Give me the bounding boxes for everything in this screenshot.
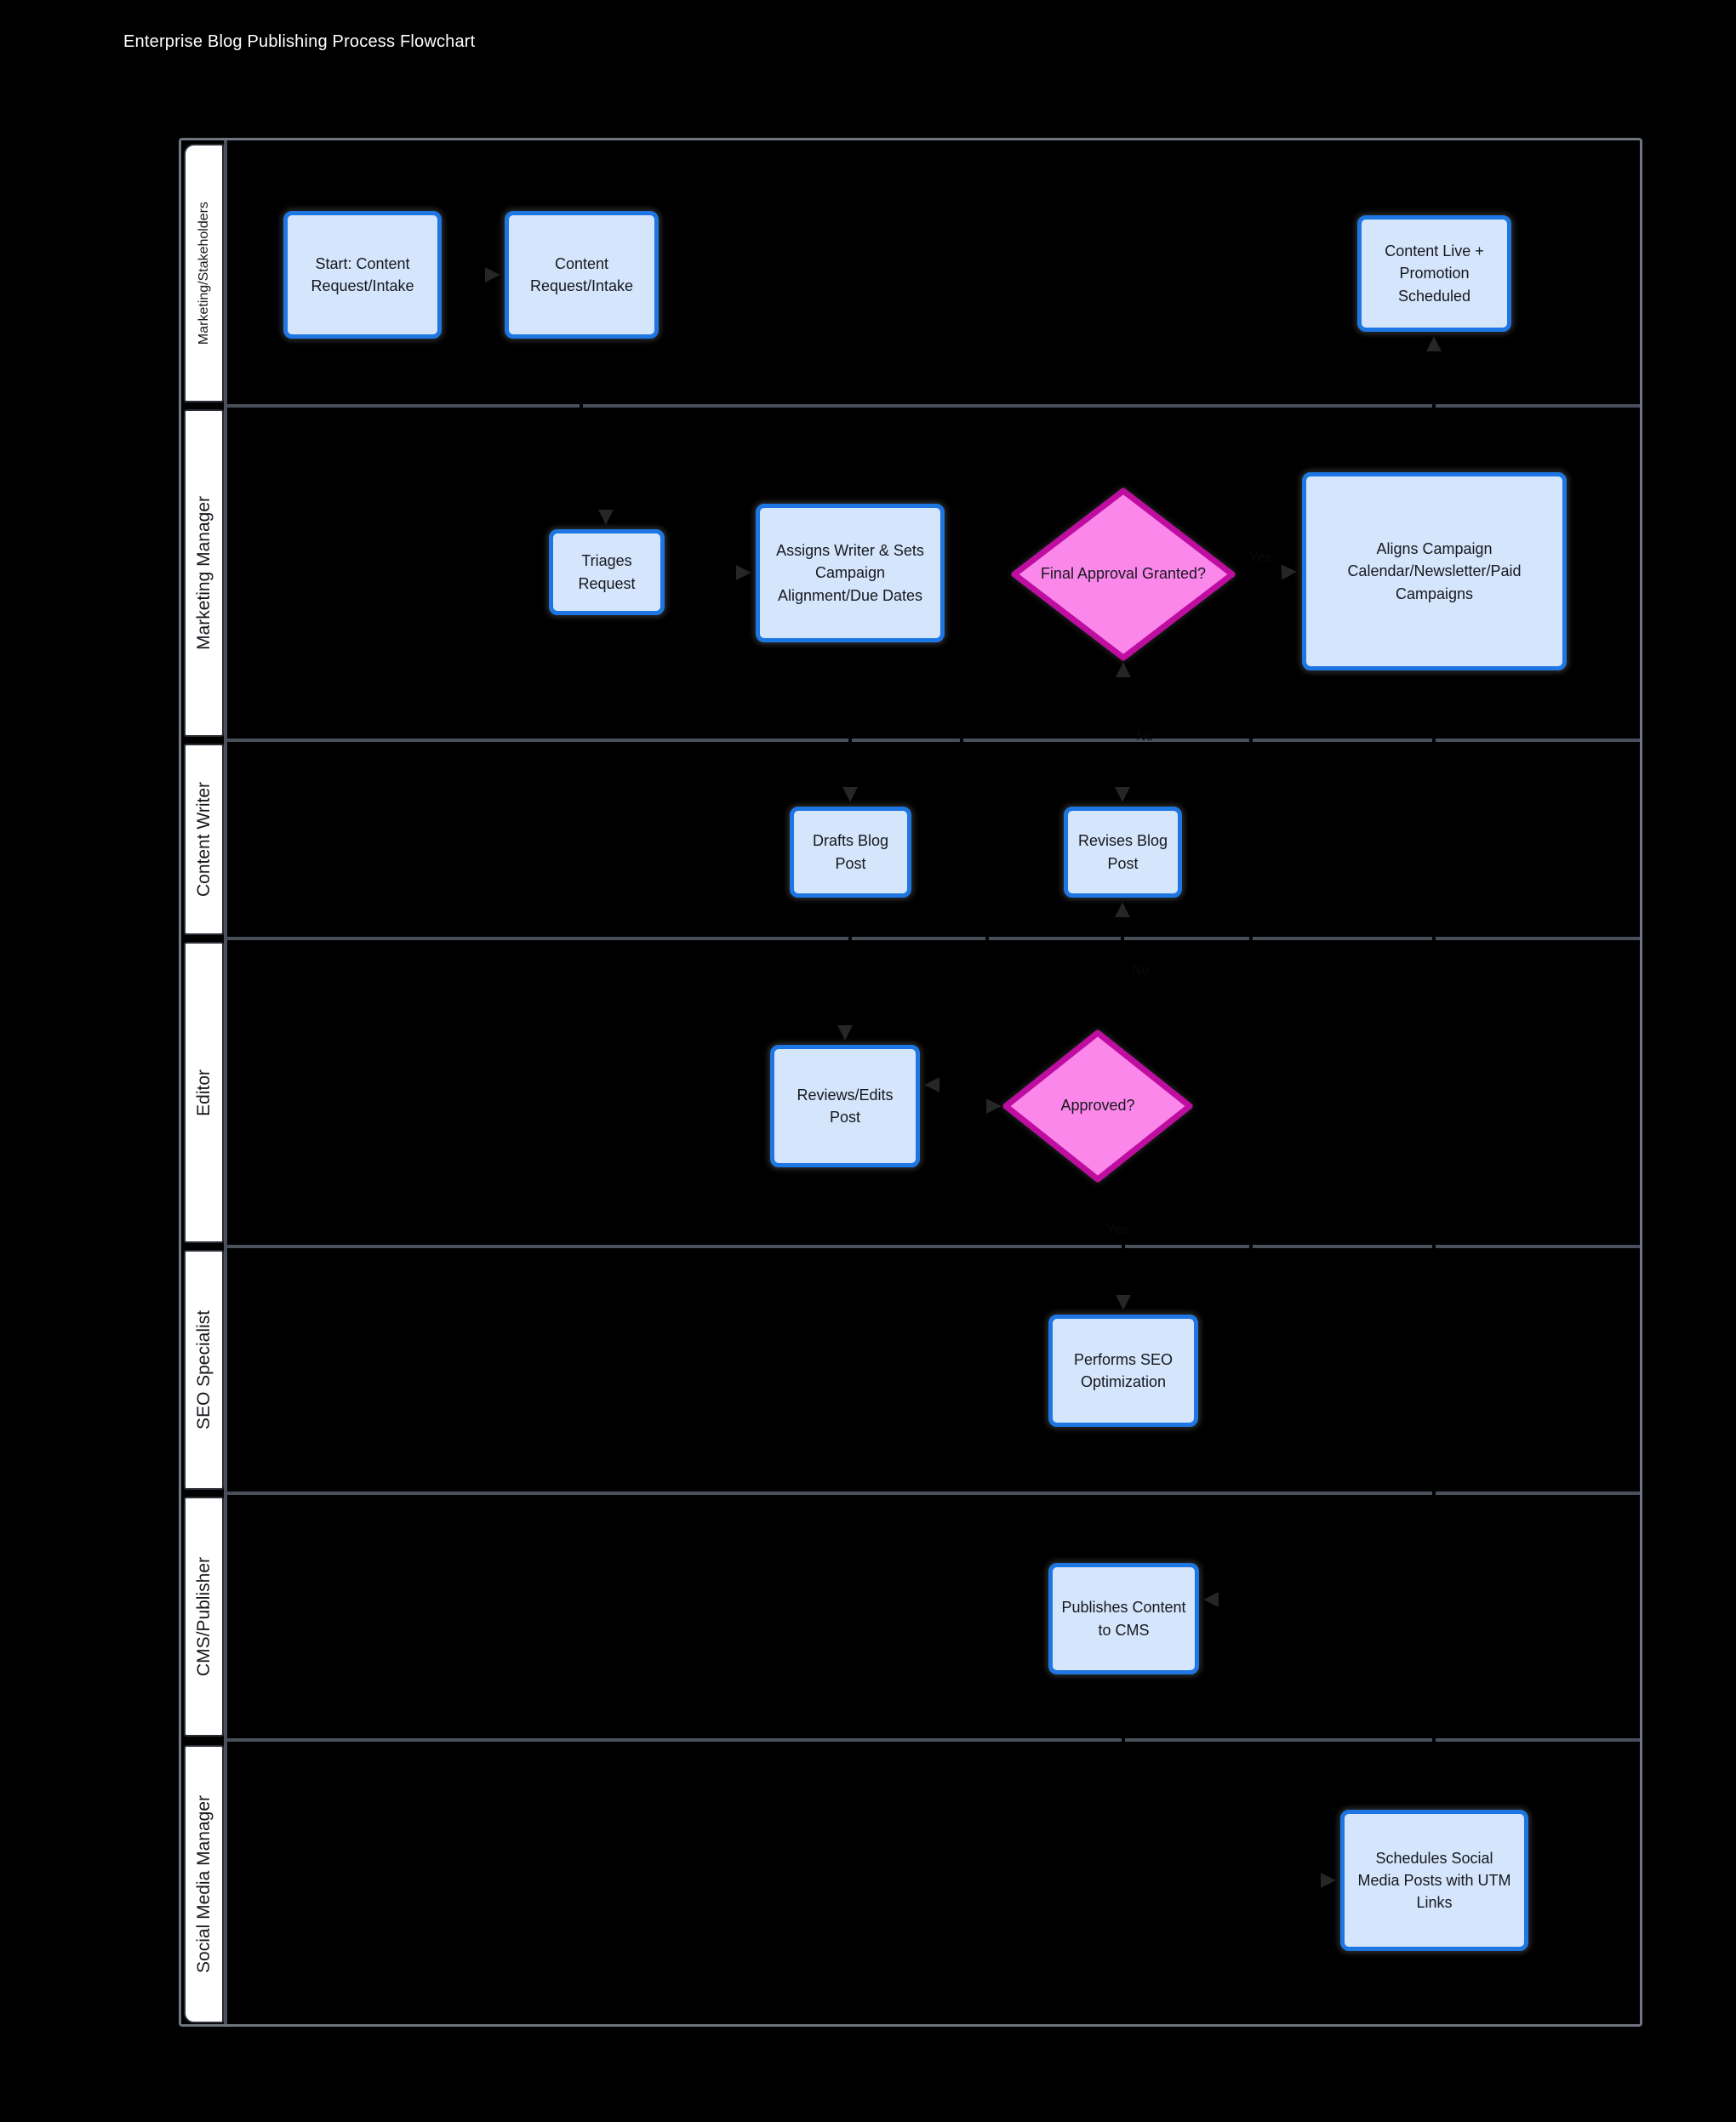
node-triages-request: Triages Request <box>549 529 665 615</box>
lane-label-text: CMS/Publisher <box>193 1556 214 1677</box>
node-seo-optimization: Performs SEO Optimization <box>1048 1315 1198 1427</box>
lane-label-content-writer: Content Writer <box>184 744 224 935</box>
node-schedules-social: Schedules Social Media Posts with UTM Li… <box>1340 1810 1528 1951</box>
lane-divider-4 <box>226 1245 1640 1248</box>
node-content-request: Content Request/Intake <box>505 211 659 339</box>
lane-label-social-media-manager: Social Media Manager <box>184 1745 224 2023</box>
lane-label-editor: Editor <box>184 942 224 1243</box>
lane-label-text: Marketing/Stakeholders <box>196 201 211 345</box>
node-final-approval-label: Final Approval Granted? <box>1040 565 1207 583</box>
lane-divider-6 <box>226 1738 1640 1742</box>
lane-label-marketing-stakeholders: Marketing/Stakeholders <box>184 144 224 402</box>
lane-label-text: Editor <box>193 1069 214 1116</box>
lane-label-marketing-manager: Marketing Manager <box>184 409 224 737</box>
node-drafts-post: Drafts Blog Post <box>790 807 911 898</box>
lane-label-text: Social Media Manager <box>193 1795 214 1973</box>
node-content-live: Content Live + Promotion Scheduled <box>1357 215 1511 332</box>
lane-label-text: Marketing Manager <box>193 496 214 650</box>
lane-divider-3 <box>226 937 1640 940</box>
node-start: Start: Content Request/Intake <box>283 211 442 339</box>
node-publishes-cms: Publishes Content to CMS <box>1048 1563 1199 1674</box>
node-revises-post: Revises Blog Post <box>1064 807 1182 898</box>
node-approved-label: Approved? <box>1060 1097 1135 1115</box>
node-reviews-post: Reviews/Edits Post <box>770 1045 920 1167</box>
lane-divider-1 <box>226 404 1640 408</box>
lane-label-divider <box>224 140 227 2024</box>
lane-label-cms-publisher: CMS/Publisher <box>184 1497 224 1737</box>
lane-label-seo-specialist: SEO Specialist <box>184 1250 224 1490</box>
node-aligns-campaign: Aligns Campaign Calendar/Newsletter/Paid… <box>1302 472 1567 670</box>
lane-divider-2 <box>226 739 1640 742</box>
diagram-frame <box>179 138 1642 2027</box>
page-title: Enterprise Blog Publishing Process Flowc… <box>123 32 476 51</box>
node-assigns-writer: Assigns Writer & Sets Campaign Alignment… <box>756 504 945 642</box>
lane-divider-5 <box>226 1492 1640 1495</box>
lane-label-text: Content Writer <box>193 782 214 897</box>
lane-label-text: SEO Specialist <box>193 1309 214 1430</box>
